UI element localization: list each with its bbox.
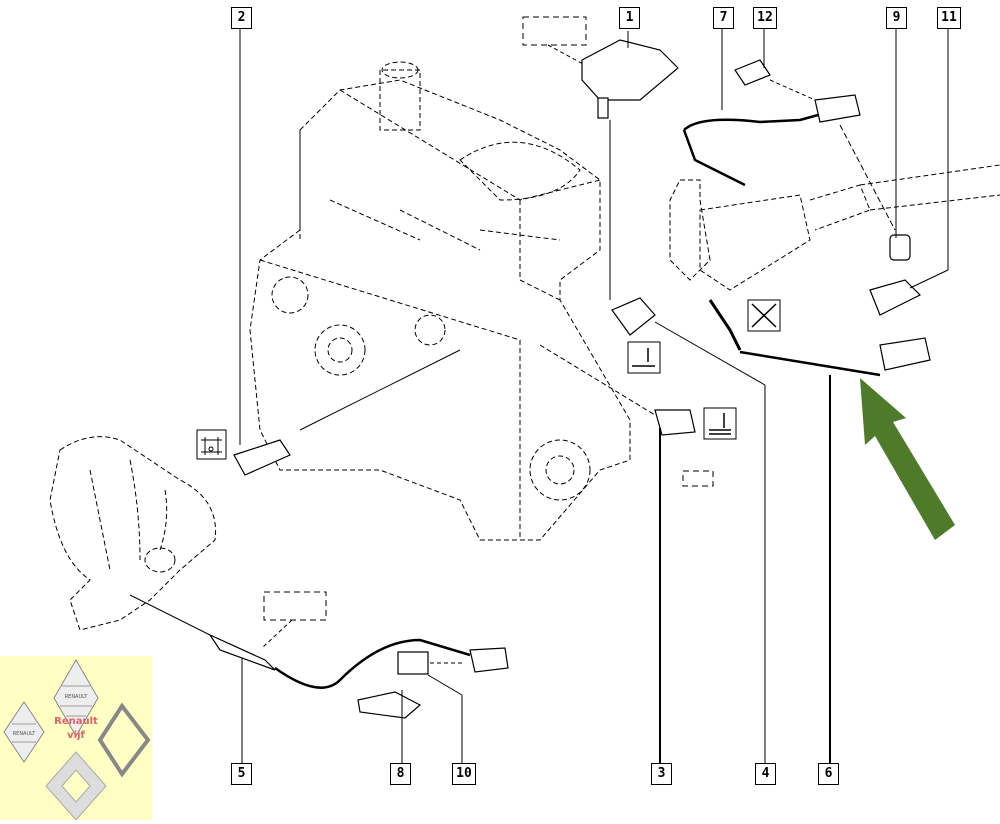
badge-text-left: RENAULT [13,731,37,737]
knock-sensor-part [233,439,291,476]
coolant-temperature-sensor-part [654,409,696,436]
bracket-clip-part [869,279,922,316]
callout-10[interactable]: 10 [452,763,476,785]
catalytic-converter [669,164,1000,291]
logo-line1: Renault [54,716,98,727]
placeholder-box-coolant [682,470,714,487]
mounting-bracket-part [357,691,422,719]
connector-lock-part [734,59,771,86]
callout-1[interactable]: 1 [619,7,640,29]
callout-11[interactable]: 11 [937,7,961,29]
pressure-sensor-part [581,39,679,101]
callout-9[interactable]: 9 [886,7,907,29]
renault-logos-icon: RENAULT RENAULT [3,659,151,821]
callout-4[interactable]: 4 [755,763,776,785]
renault-logo-panel: RENAULT RENAULT Renault vijf [0,656,152,821]
connector-part-upper [814,94,861,123]
connector-part-bottom [469,647,509,673]
callout-2[interactable]: 2 [231,7,252,29]
leader-lines [129,26,949,765]
callout-12[interactable]: 12 [753,7,777,29]
air-temp-symbol-icon [627,341,661,374]
knock-symbol-icon [196,429,227,460]
engine-block [249,61,631,541]
badge-text-top: RENAULT [65,694,89,700]
placeholder-box-top [522,16,587,46]
callout-7[interactable]: 7 [713,7,734,29]
air-temperature-sensor-part [611,297,656,336]
connector-holder-part [397,651,429,675]
callout-6[interactable]: 6 [818,763,839,785]
placeholder-box-bottom [263,591,327,621]
upstream-oxygen-sensor-part [208,633,276,671]
callout-8[interactable]: 8 [390,763,411,785]
connector-part-lower [879,337,931,371]
logo-line2: vijf [67,730,85,741]
callout-5[interactable]: 5 [231,763,252,785]
callout-3[interactable]: 3 [651,763,672,785]
highlight-arrow [860,378,955,540]
exhaust-manifold [49,436,217,631]
connector-clip-part [889,234,911,261]
